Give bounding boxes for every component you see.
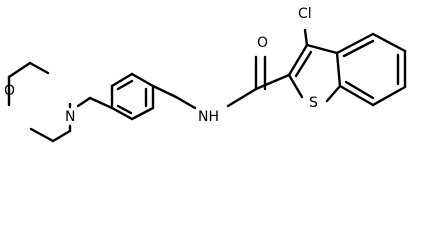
- bond: [110, 106, 134, 121]
- bond: [174, 95, 197, 110]
- background: [0, 0, 441, 151]
- bond: [130, 106, 155, 121]
- bond: [116, 104, 133, 115]
- bond: [287, 43, 309, 77]
- bond: [344, 80, 375, 100]
- bond: [28, 61, 50, 75]
- bond: [371, 32, 407, 53]
- atom-label-carbonyl-oxygen: O: [257, 35, 268, 51]
- bond: [130, 72, 155, 88]
- amide-group: [174, 55, 291, 110]
- benzothiophene-system: [287, 28, 407, 107]
- bond: [110, 72, 134, 88]
- bond: [325, 84, 342, 103]
- morpholine-ring: [7, 61, 92, 143]
- bond: [287, 73, 304, 99]
- bond: [88, 96, 114, 110]
- bond: [294, 50, 313, 78]
- atom-label-sulfur: S: [309, 95, 318, 111]
- bond: [335, 32, 375, 55]
- bond: [51, 129, 72, 143]
- bond: [335, 51, 342, 88]
- chemical-structure: O N NH O Cl S: [0, 0, 441, 151]
- bond: [371, 85, 407, 107]
- bond: [226, 87, 258, 108]
- bond: [254, 73, 291, 91]
- bond: [305, 43, 339, 55]
- bond: [303, 28, 309, 47]
- bond: [338, 84, 375, 107]
- atom-label-amide-nh: NH: [198, 109, 219, 125]
- atom-label-chlorine: Cl: [298, 6, 312, 22]
- phenylene-ring: [88, 72, 178, 121]
- bond: [29, 127, 55, 143]
- bond: [151, 84, 178, 99]
- atom-label-oxygen-ring: O: [4, 83, 15, 99]
- bond: [116, 79, 134, 91]
- atom-label-nitrogen-ring: N: [65, 109, 75, 125]
- bond: [7, 61, 32, 79]
- bond: [342, 39, 375, 58]
- bond: [76, 96, 92, 108]
